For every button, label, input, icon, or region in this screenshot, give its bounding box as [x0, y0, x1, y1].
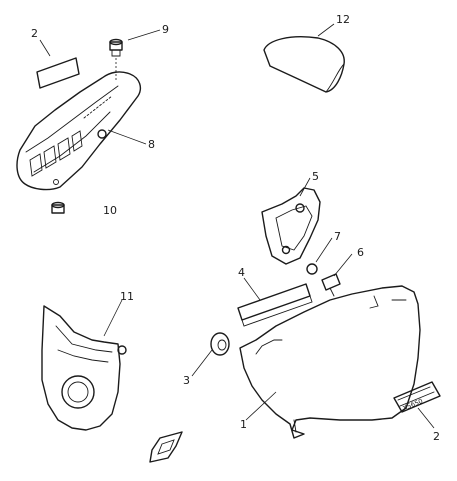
left-side-cover — [16, 71, 142, 191]
decal-upper-left — [36, 57, 80, 89]
callout-10: 10 — [103, 204, 117, 217]
mounting-bracket — [261, 187, 321, 265]
small-emblem — [149, 431, 183, 463]
callout-1: 1 — [240, 418, 247, 431]
callout-3: 3 — [183, 374, 190, 387]
callout-12: 12 — [336, 13, 350, 26]
emblem-decal: XS650 — [393, 381, 441, 413]
callout-8: 8 — [148, 138, 155, 151]
callout-9: 9 — [162, 23, 169, 36]
right-side-cover — [239, 285, 421, 439]
lower-left-panel — [41, 305, 127, 431]
callout-5: 5 — [312, 170, 319, 183]
rubber-grommet — [210, 332, 230, 356]
callout-2-upper: 2 — [31, 27, 38, 40]
callout-2-lower: 2 — [433, 430, 440, 443]
callout-labels: 2 9 8 10 12 5 7 6 4 11 3 1 2 — [31, 13, 440, 443]
seat-pad — [263, 36, 345, 93]
grommet-top — [109, 38, 123, 82]
callout-6: 6 — [357, 246, 364, 259]
washer — [306, 263, 318, 275]
callout-11: 11 — [120, 290, 134, 303]
grommet-lower — [51, 201, 65, 214]
leader-lines — [39, 23, 435, 429]
callout-7: 7 — [334, 230, 341, 243]
emblem-text: XS650 — [402, 397, 424, 412]
callout-4: 4 — [238, 266, 245, 279]
bolt — [321, 273, 341, 297]
trim-strip — [237, 283, 313, 327]
